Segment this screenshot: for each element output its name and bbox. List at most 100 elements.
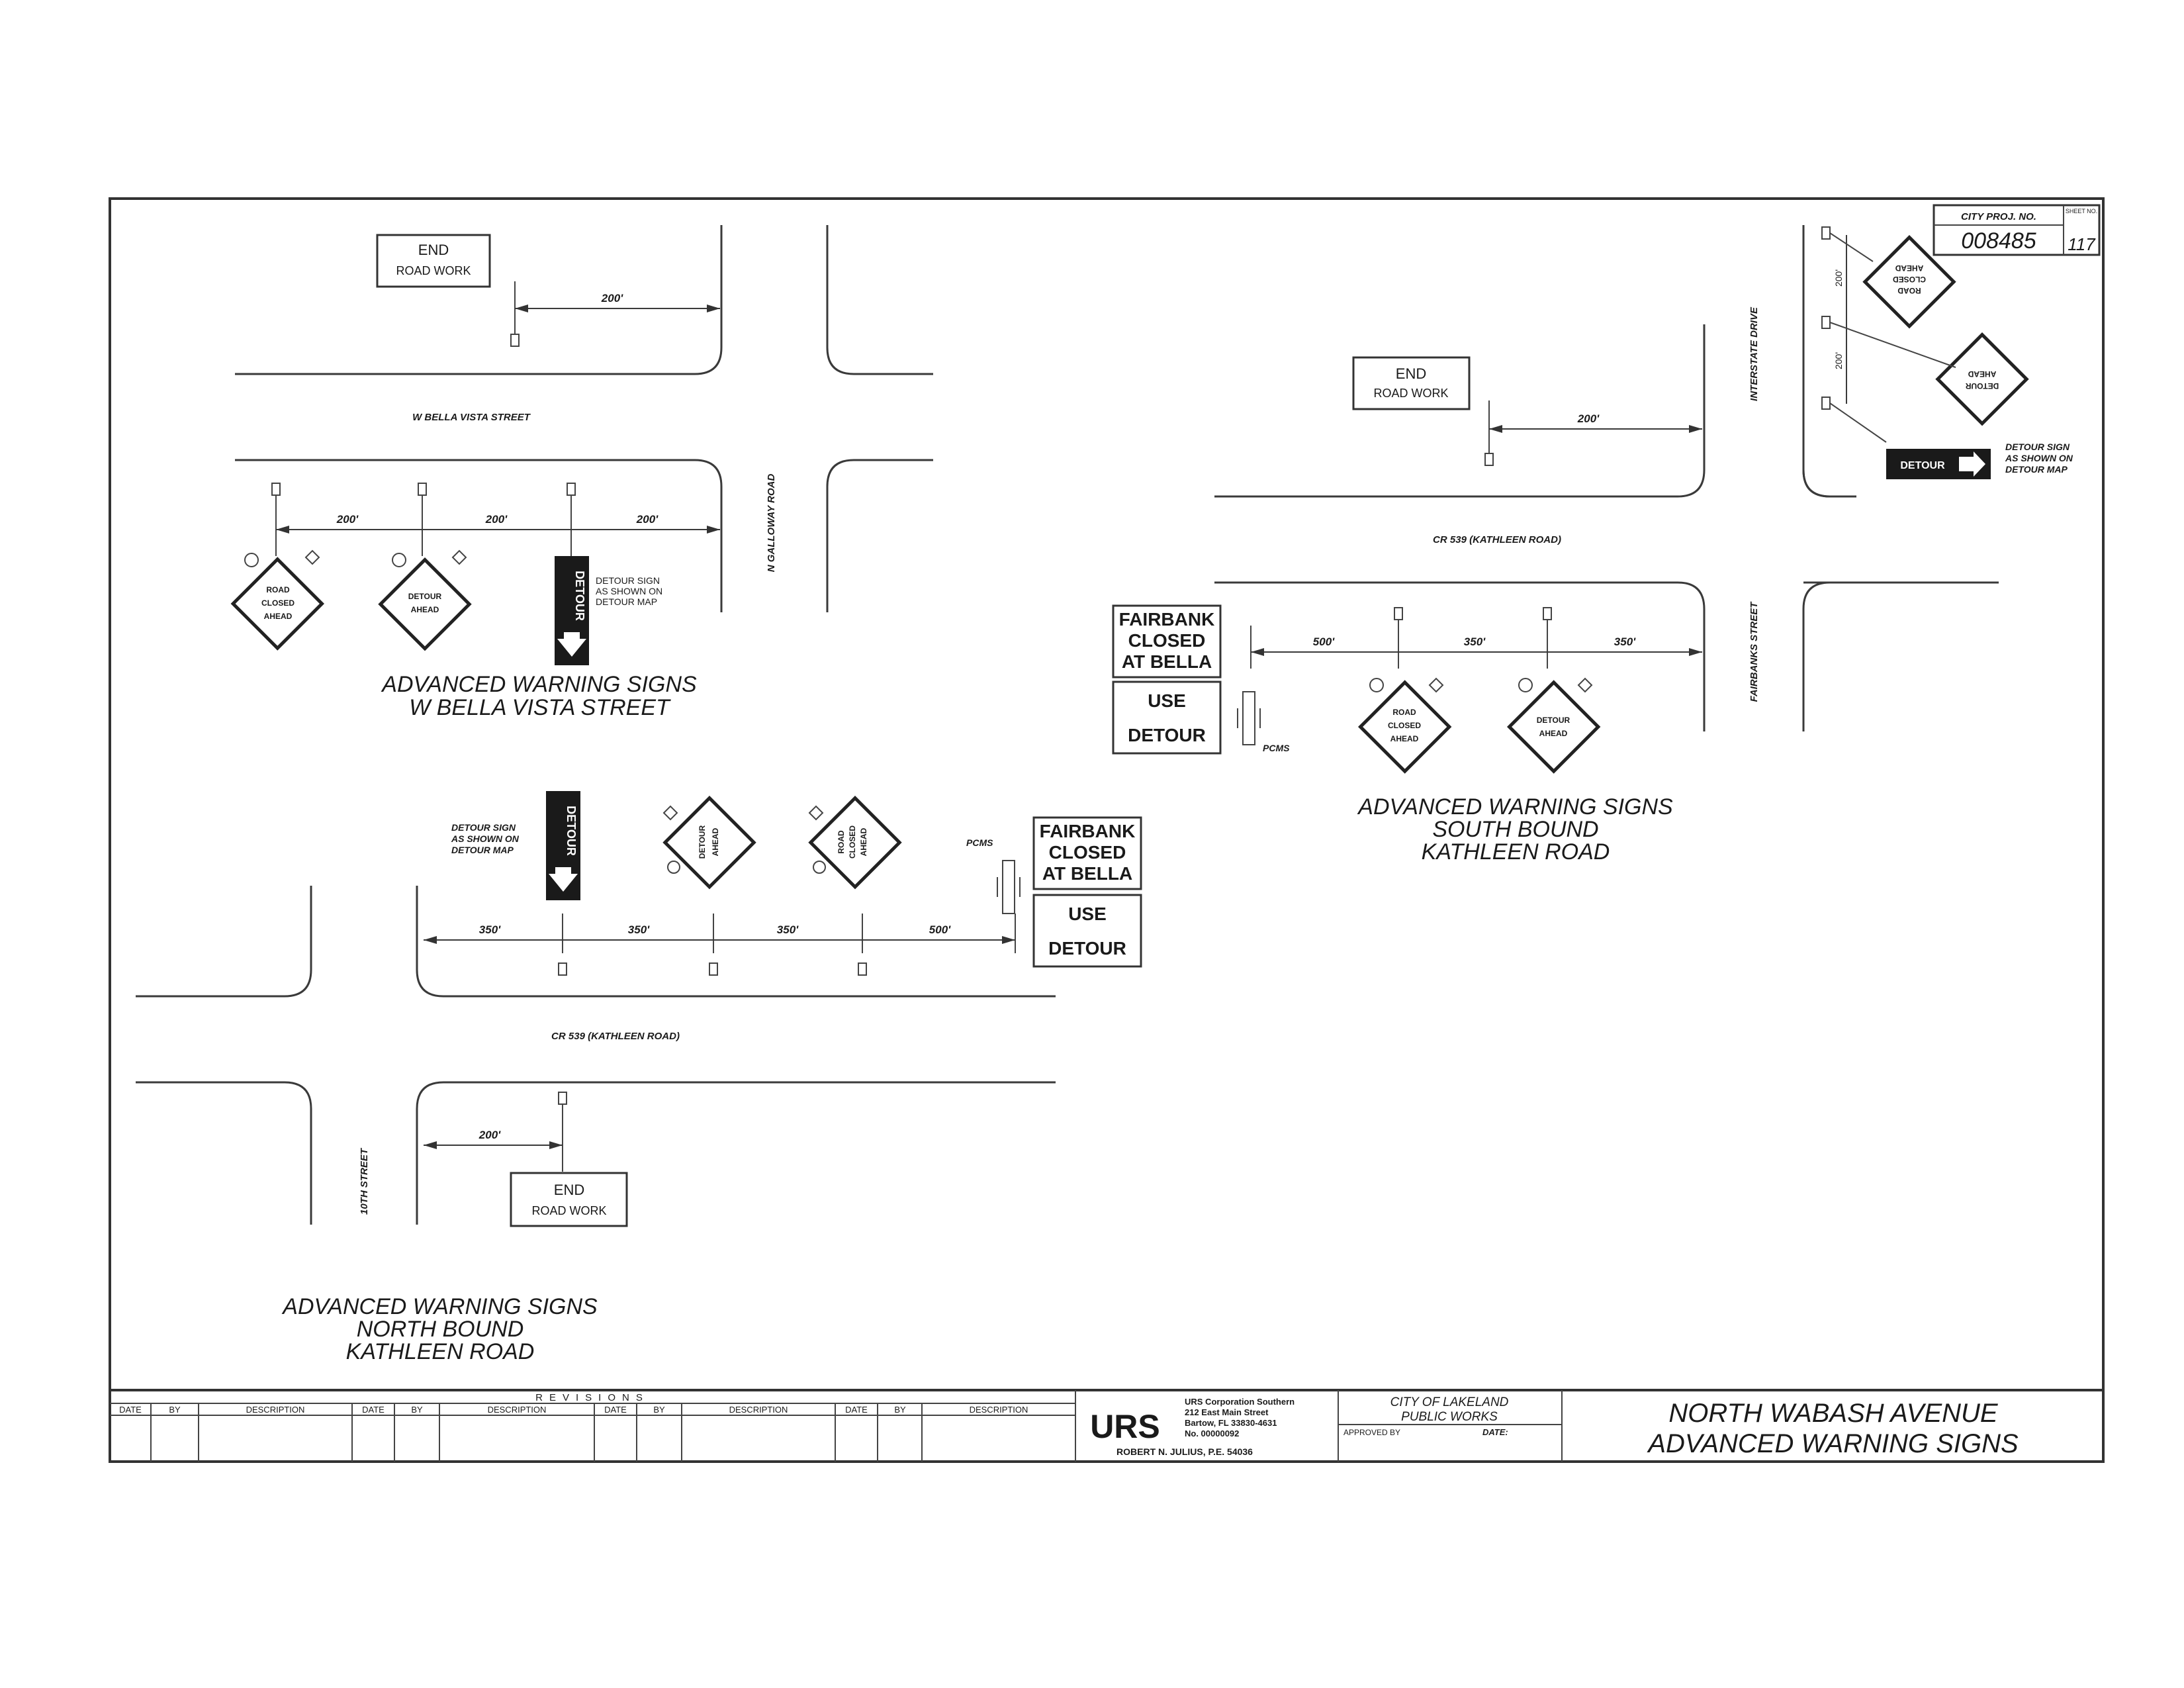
- southbound-section: CR 539 (KATHLEEN ROAD) INTERSTATE DRIVE …: [1112, 225, 2073, 865]
- detour-note: AS SHOWN ON: [596, 586, 662, 596]
- road-edge: [1214, 581, 1706, 731]
- dimension-label: 200': [1577, 412, 1600, 425]
- detour-note: DETOUR MAP: [2005, 464, 2068, 475]
- svg-text:BY: BY: [894, 1405, 906, 1415]
- svg-text:AHEAD: AHEAD: [1895, 263, 1923, 273]
- svg-text:CLOSED: CLOSED: [848, 825, 857, 859]
- street-name: CR 539 (KATHLEEN ROAD): [1433, 534, 1561, 545]
- section-heading: NORTH BOUND: [357, 1317, 524, 1342]
- detour-note: DETOUR SIGN: [451, 822, 516, 833]
- dimension-label: 200': [1833, 352, 1844, 369]
- svg-text:DETOUR: DETOUR: [573, 571, 586, 621]
- section-heading: SOUTH BOUND: [1432, 817, 1598, 842]
- road-closed-ahead-sign: ROAD CLOSED AHEAD: [808, 795, 902, 890]
- section-heading: W BELLA VISTA STREET: [409, 695, 671, 720]
- svg-text:CLOSED: CLOSED: [1049, 842, 1126, 863]
- sheet-title: ADVANCED WARNING SIGNS: [1647, 1429, 2019, 1458]
- svg-text:PCMS: PCMS: [1263, 743, 1290, 753]
- svg-text:ROAD: ROAD: [1897, 286, 1921, 295]
- dimension-label: 200': [636, 513, 659, 526]
- dimension-label: 500': [1313, 635, 1335, 648]
- svg-text:USE: USE: [1148, 690, 1186, 711]
- agency-name: CITY OF LAKELAND: [1390, 1395, 1509, 1409]
- road-closed-ahead-sign: ROAD CLOSED AHEAD: [1357, 677, 1452, 774]
- svg-text:ROAD WORK: ROAD WORK: [531, 1204, 606, 1217]
- road-edge: [416, 886, 1056, 998]
- svg-text:DATE: DATE: [119, 1405, 142, 1415]
- firm-address: 212 East Main Street: [1185, 1407, 1269, 1417]
- detour-ahead-sign: DETOUR AHEAD: [1506, 677, 1601, 774]
- detour-note: DETOUR MAP: [451, 845, 514, 855]
- section-heading: KATHLEEN ROAD: [1422, 839, 1610, 865]
- dimension-label: 200': [478, 1129, 501, 1141]
- svg-text:AHEAD: AHEAD: [1539, 729, 1568, 738]
- road-edge: [136, 1081, 312, 1225]
- svg-text:DETOUR: DETOUR: [565, 806, 578, 856]
- road-edge: [826, 225, 933, 375]
- svg-text:DESCRIPTION: DESCRIPTION: [729, 1405, 788, 1415]
- project-number-box: CITY PROJ. NO. 008485 SHEET NO. 117: [1933, 204, 2101, 256]
- road-edge: [235, 225, 723, 375]
- detour-note: DETOUR MAP: [596, 596, 657, 607]
- dimension-label: 500': [929, 923, 951, 936]
- inset-detail: 200' 200' ROAD CLOSED AHEAD DETOUR AHEAD…: [1802, 225, 2073, 498]
- svg-text:AHEAD: AHEAD: [1390, 734, 1419, 743]
- cross-street-name: FAIRBANKS STREET: [1749, 601, 1760, 702]
- detour-arrow-sign: DETOUR: [546, 791, 580, 900]
- svg-text:AT BELLA: AT BELLA: [1122, 651, 1212, 672]
- svg-text:DATE: DATE: [845, 1405, 868, 1415]
- detour-arrow-sign: DETOUR: [1886, 449, 1991, 479]
- svg-text:END: END: [1396, 365, 1426, 382]
- svg-text:END: END: [418, 242, 449, 258]
- svg-text:DETOUR: DETOUR: [408, 592, 442, 601]
- date-label: DATE:: [1482, 1427, 1508, 1437]
- road-edge: [826, 459, 933, 612]
- dimension-label: 350': [628, 923, 650, 936]
- svg-text:ROAD WORK: ROAD WORK: [1373, 387, 1448, 400]
- svg-text:PCMS: PCMS: [966, 837, 993, 848]
- street-name: CR 539 (KATHLEEN ROAD): [551, 1031, 680, 1042]
- sheet-number: 117: [2068, 234, 2096, 254]
- approved-by-label: APPROVED BY: [1343, 1428, 1400, 1437]
- firm-address: URS Corporation Southern: [1185, 1397, 1295, 1407]
- svg-text:ROAD WORK: ROAD WORK: [396, 264, 471, 277]
- dimension-label: 350': [777, 923, 799, 936]
- section-heading: ADVANCED WARNING SIGNS: [1357, 794, 1673, 820]
- svg-text:DETOUR: DETOUR: [1128, 725, 1206, 745]
- section-heading: ADVANCED WARNING SIGNS: [281, 1294, 598, 1319]
- cross-street-name: 10TH STREET: [359, 1147, 370, 1215]
- dimension-label: 200': [336, 513, 359, 526]
- detour-arrow-sign: DETOUR: [555, 556, 589, 665]
- svg-text:CLOSED: CLOSED: [1128, 630, 1206, 651]
- title-block: REVISIONS DATE BY DESCRIPTION DATE BY DE…: [110, 1389, 2103, 1462]
- pcms-message-board: FAIRBANK CLOSED AT BELLA USE DETOUR PCMS: [1112, 604, 1290, 755]
- svg-text:DESCRIPTION: DESCRIPTION: [970, 1405, 1028, 1415]
- svg-text:AHEAD: AHEAD: [411, 605, 439, 614]
- svg-text:AHEAD: AHEAD: [264, 612, 293, 621]
- section-heading: ADVANCED WARNING SIGNS: [381, 672, 697, 697]
- svg-text:CLOSED: CLOSED: [261, 598, 295, 608]
- detour-ahead-sign: DETOUR AHEAD: [378, 549, 472, 651]
- dimension-label: 350': [1614, 635, 1636, 648]
- svg-text:DETOUR: DETOUR: [1537, 716, 1570, 725]
- drawing-border: [109, 197, 2105, 1463]
- svg-text:ROAD: ROAD: [1392, 708, 1416, 717]
- svg-text:DETOUR: DETOUR: [698, 825, 707, 859]
- urs-logo: URS: [1090, 1408, 1160, 1445]
- detour-note: AS SHOWN ON: [451, 833, 520, 844]
- city-proj-number: 008485: [1961, 228, 2036, 254]
- road-edge: [416, 1081, 1056, 1225]
- cross-street-name: N GALLOWAY ROAD: [766, 474, 777, 573]
- dimension-label: 350': [1464, 635, 1486, 648]
- detour-note: DETOUR SIGN: [596, 575, 660, 586]
- road-closed-ahead-sign: ROAD CLOSED AHEAD: [230, 549, 325, 651]
- svg-text:DATE: DATE: [362, 1405, 385, 1415]
- city-proj-label: CITY PROJ. NO.: [1961, 211, 2036, 222]
- svg-text:BY: BY: [169, 1405, 181, 1415]
- svg-text:CLOSED: CLOSED: [1388, 721, 1421, 730]
- svg-text:BY: BY: [653, 1405, 665, 1415]
- road-edge: [1802, 225, 1856, 498]
- svg-text:BY: BY: [411, 1405, 423, 1415]
- dimension-label: 200': [601, 292, 623, 305]
